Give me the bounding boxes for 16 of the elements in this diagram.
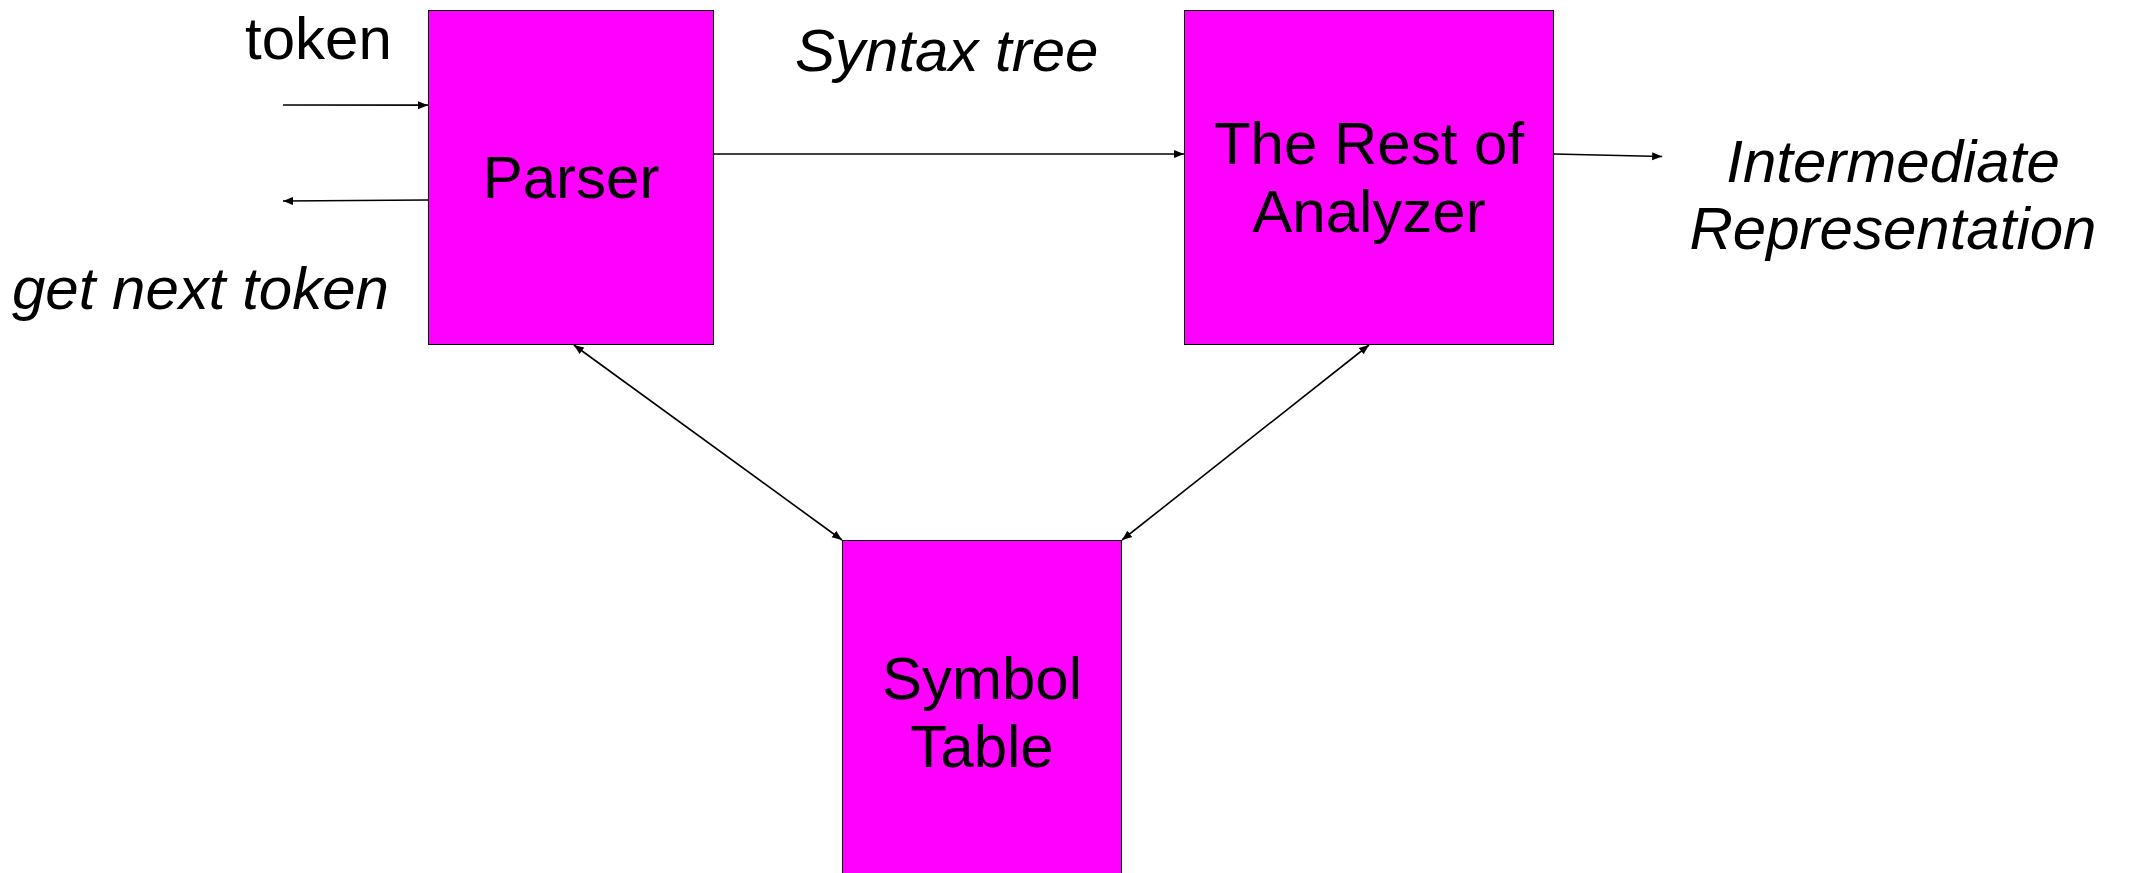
data-store-box xyxy=(842,540,1122,873)
process-box xyxy=(1184,10,1554,345)
arrow xyxy=(1121,344,1370,541)
process-box xyxy=(428,10,714,345)
box-label: Symbol Table xyxy=(880,645,1084,780)
arrow xyxy=(573,344,843,541)
output-label: Intermediate Representation xyxy=(1668,120,2118,270)
box-label: The Rest of Analyzer xyxy=(1212,110,1526,245)
box-label: Parser xyxy=(481,143,661,212)
edge-label: Syntax tree xyxy=(795,16,1099,85)
arrow xyxy=(282,101,429,110)
arrow xyxy=(713,150,1185,159)
arrow xyxy=(282,196,429,205)
edge-label: token xyxy=(245,4,392,73)
arrow xyxy=(1553,152,1663,161)
edge-label: get next token xyxy=(12,254,389,323)
